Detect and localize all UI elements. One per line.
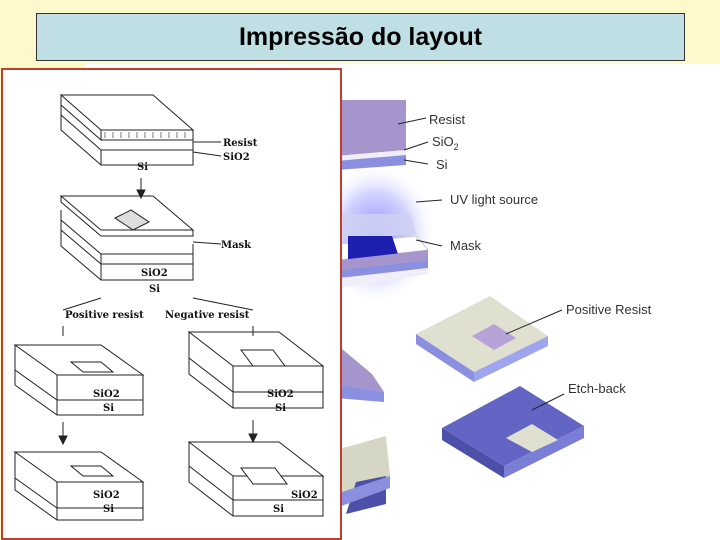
- label-mask: Mask: [450, 238, 482, 253]
- title-box: Impressão do layout: [36, 13, 685, 61]
- etch-back-block: [442, 386, 584, 478]
- label-positive-resist: Positive Resist: [566, 302, 652, 317]
- sketch-label-sio2-mid: SiO2: [141, 268, 168, 279]
- sketch-negative-block-2: [187, 441, 325, 517]
- slide-title: Impressão do layout: [238, 22, 483, 51]
- sketch-label-si-top: Si: [137, 162, 148, 173]
- sketch-mask-stack: [59, 195, 222, 281]
- sketch-label-mask: Mask: [221, 240, 252, 251]
- sketch-top-stack: [59, 94, 222, 166]
- partial-block-mid: [336, 344, 384, 402]
- mask-stack: [339, 214, 429, 288]
- sketch-label-si-pos1: Si: [103, 403, 114, 414]
- sketch-label-sio2-neg2: SiO2: [291, 490, 318, 501]
- sketch-label-sio2-top: SiO2: [223, 152, 250, 163]
- sketch-label-si-mid: Si: [149, 284, 160, 295]
- label-uv-light-source: UV light source: [450, 192, 538, 207]
- positive-resist-block: [416, 296, 548, 382]
- top-layer-stack: [336, 100, 406, 170]
- sketch-label-si-pos2: Si: [103, 504, 114, 515]
- sketch-label-si-neg2: Si: [273, 504, 284, 515]
- lithography-sketch: Resist SiO2 Si Mask SiO2 Si Positive res…: [1, 68, 342, 540]
- sketch-label-sio2-pos1: SiO2: [93, 389, 120, 400]
- sketch-label-resist: Resist: [223, 138, 258, 149]
- sketch-label-positive: Positive resist: [65, 310, 144, 321]
- sketch-label-sio2-neg1: SiO2: [267, 389, 294, 400]
- sketch-label-negative: Negative resist: [165, 310, 250, 321]
- sketch-positive-block-1: [13, 344, 145, 416]
- sketch-negative-block-1: [187, 331, 325, 409]
- sketch-label-si-neg1: Si: [275, 403, 286, 414]
- sketch-positive-block-2: [13, 451, 145, 521]
- sketch-label-sio2-pos2: SiO2: [93, 490, 120, 501]
- label-si: Si: [436, 157, 448, 172]
- label-sio2: SiO2: [432, 134, 459, 152]
- label-etch-back: Etch-back: [568, 381, 626, 396]
- partial-block-bottom: [336, 436, 390, 514]
- label-resist: Resist: [429, 112, 466, 127]
